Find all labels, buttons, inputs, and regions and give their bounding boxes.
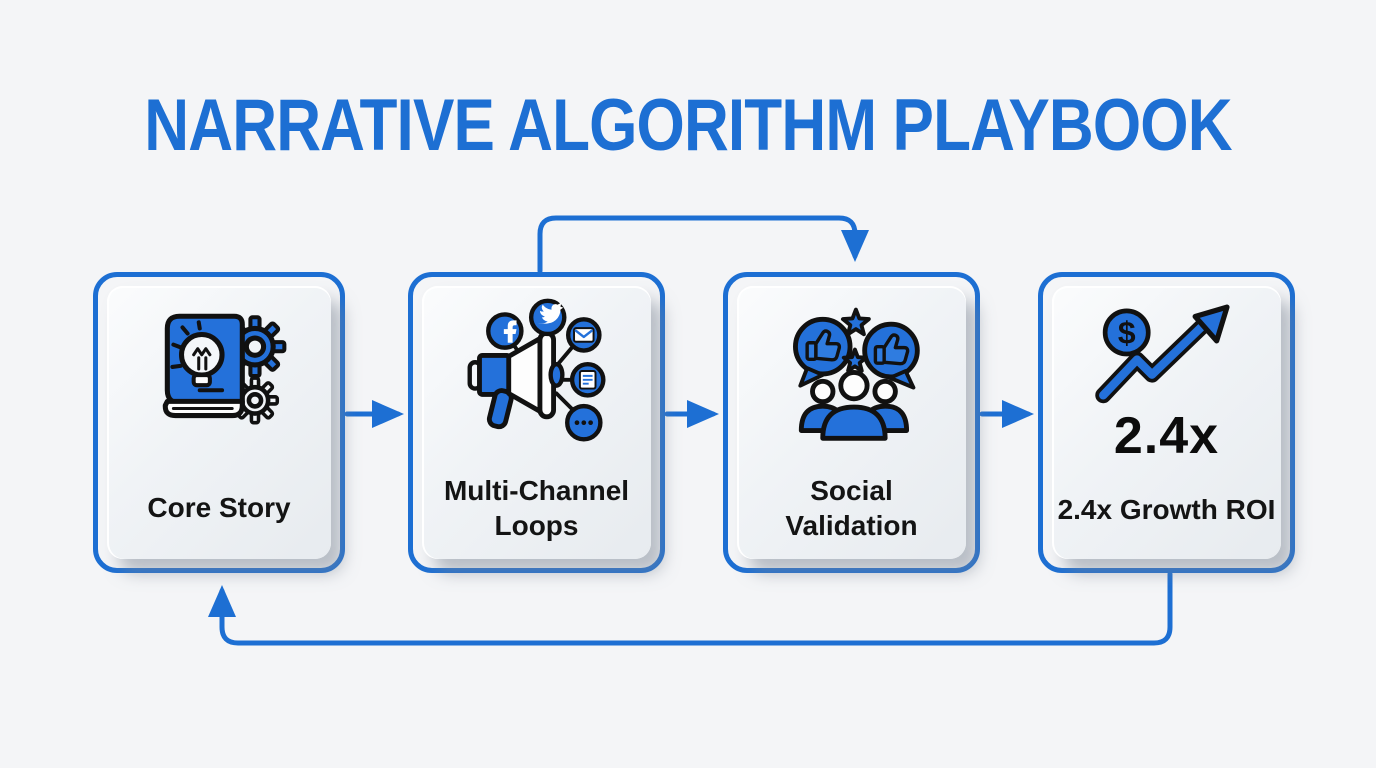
step-card-multi-channel-loops: Multi-Channel Loops <box>408 272 665 573</box>
growth-roi-card: $ 2.4x 2.4x Growth ROI <box>1052 286 1281 559</box>
megaphone-channels-icon <box>467 298 605 442</box>
skip-arrow-top <box>537 215 869 274</box>
step-label: Social Validation <box>785 474 918 541</box>
step-card-growth-roi: $ 2.4x 2.4x Growth ROI <box>1038 272 1295 573</box>
twitter-icon <box>528 298 566 337</box>
roi-metric-value: 2.4x <box>1113 407 1220 465</box>
step-label: Multi-Channel Loops <box>443 474 630 541</box>
social-validation-card: Social Validation <box>737 286 966 559</box>
growth-roi-label-area: 2.4x Growth ROI <box>1058 462 1276 559</box>
dollar-coin-icon: $ <box>1102 308 1151 357</box>
facebook-icon <box>485 312 524 350</box>
core-story-label-area: Core Story <box>110 458 328 559</box>
svg-text:$: $ <box>1117 315 1135 351</box>
star-bottom-icon <box>841 347 868 373</box>
social-validation-icon-area <box>774 286 930 458</box>
thumbs-stars-audience-icon <box>792 307 920 441</box>
lightbulb-icon <box>170 320 225 388</box>
star-top-icon <box>840 307 871 337</box>
book-idea-gears-icon <box>162 313 287 425</box>
audience-group-icon <box>798 370 909 441</box>
core-story-card: Core Story <box>107 286 331 559</box>
step-card-social-validation: Social Validation <box>723 272 980 573</box>
step-card-core-story: Core Story <box>93 272 345 573</box>
social-validation-label-area: Social Validation <box>743 458 961 559</box>
megaphone-icon <box>467 330 565 430</box>
multi-channel-icon-area <box>459 286 615 458</box>
multi-channel-label-area: Multi-Channel Loops <box>428 458 646 559</box>
email-icon <box>565 317 602 353</box>
growth-arrow-icon <box>1094 304 1230 404</box>
more-dots-icon <box>564 403 603 442</box>
dollar-growth-arrow-icon: $ <box>1094 304 1230 404</box>
thumbs-up-bubble-right-icon <box>861 321 920 390</box>
news-icon <box>569 362 605 398</box>
multi-channel-card: Multi-Channel Loops <box>422 286 651 559</box>
page-title: NARRATIVE ALGORITHM PLAYBOOK <box>144 85 1232 166</box>
feedback-loop-bottom <box>208 571 1173 646</box>
growth-roi-icon-area: $ <box>1092 298 1242 410</box>
step-label: Core Story <box>147 492 291 524</box>
thumbs-up-bubble-left-icon <box>792 316 852 388</box>
step-label: 2.4x Growth ROI <box>1057 494 1276 526</box>
core-story-icon-area <box>143 286 295 458</box>
